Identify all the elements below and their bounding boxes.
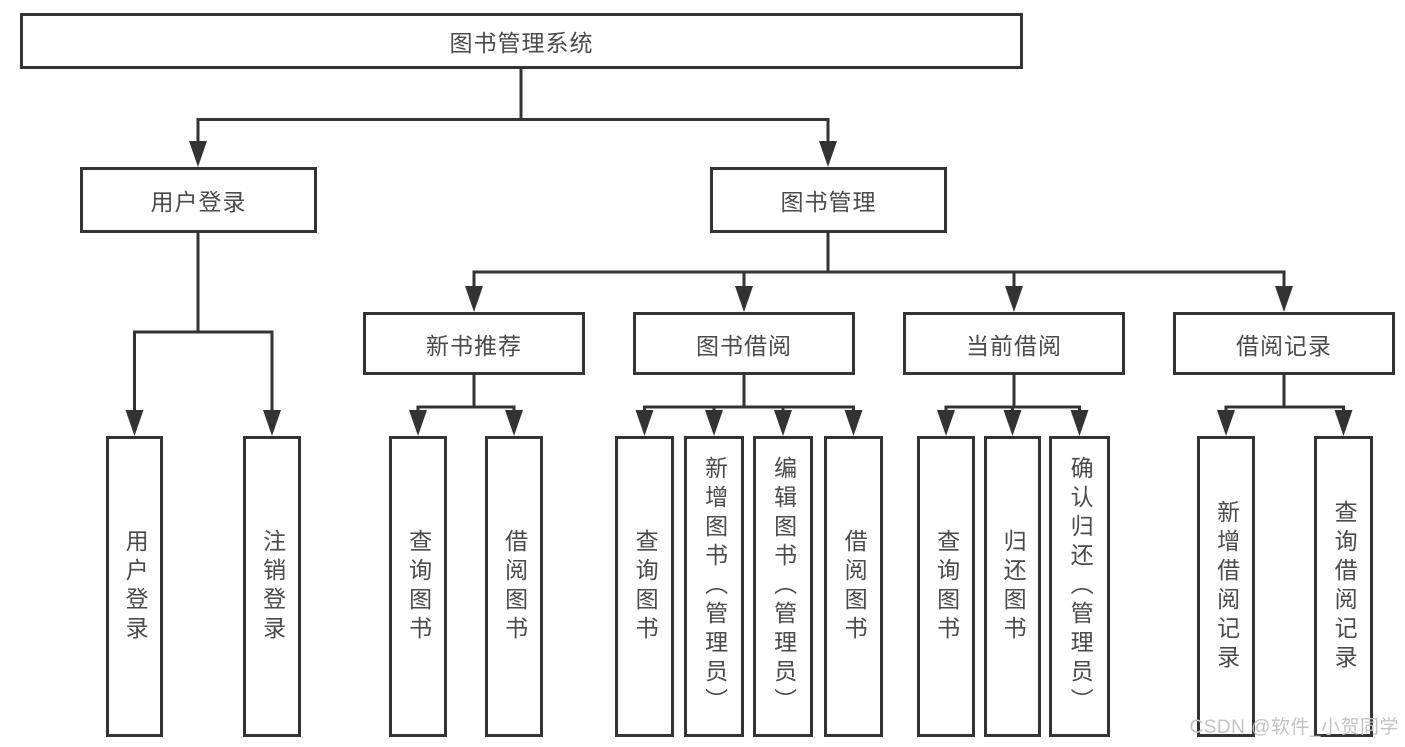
node-label: 当前借阅 — [966, 332, 1062, 359]
leaf-add-borrow-record: 新增借阅记录 — [1197, 436, 1255, 737]
node-book-management: 图书管理 — [710, 167, 947, 233]
leaf-edit-books-admin: 编辑图书（管理员） — [753, 436, 813, 737]
node-label: 图书管理系统 — [449, 30, 594, 56]
node-label: 用户登录 — [122, 528, 149, 645]
node-new-book-recommend: 新书推荐 — [363, 312, 585, 375]
node-borrowing-records: 借阅记录 — [1173, 312, 1395, 375]
node-label: 图书借阅 — [696, 332, 792, 359]
leaf-query-books-current: 查询图书 — [917, 436, 975, 737]
node-user-login: 用户登录 — [80, 167, 317, 233]
node-label: 借阅记录 — [1236, 332, 1332, 359]
leaf-logout: 注销登录 — [243, 436, 301, 737]
node-current-borrowing: 当前借阅 — [903, 312, 1125, 375]
leaf-user-login: 用户登录 — [106, 436, 163, 737]
leaf-borrow-books-recommend: 借阅图书 — [485, 436, 543, 737]
node-label: 查询借阅记录 — [1331, 499, 1358, 674]
node-label: 新增图书（管理员） — [701, 456, 728, 717]
leaf-query-books-borrowing: 查询图书 — [615, 436, 674, 737]
leaf-return-books: 归还图书 — [984, 436, 1041, 737]
node-label: 借阅图书 — [501, 528, 528, 645]
node-label: 新增借阅记录 — [1213, 499, 1240, 674]
node-label: 借阅图书 — [841, 528, 868, 645]
leaf-query-borrow-record: 查询借阅记录 — [1314, 436, 1373, 737]
node-label: 确认归还（管理员） — [1067, 456, 1094, 717]
node-library-management-system: 图书管理系统 — [20, 13, 1023, 69]
leaf-confirm-return-admin: 确认归还（管理员） — [1049, 436, 1110, 737]
node-label: 归还图书 — [1000, 528, 1027, 645]
csdn-watermark: CSDN @软件_小贺同学 — [1189, 717, 1399, 738]
node-label: 查询图书 — [405, 528, 432, 645]
node-label: 查询图书 — [632, 528, 659, 645]
node-label: 图书管理 — [780, 189, 877, 215]
node-book-borrowing: 图书借阅 — [633, 312, 855, 375]
node-label: 查询图书 — [933, 528, 960, 645]
node-label: 编辑图书（管理员） — [770, 456, 797, 717]
leaf-borrow-books: 借阅图书 — [824, 436, 883, 737]
node-label: 用户登录 — [150, 189, 247, 215]
leaf-add-books-admin: 新增图书（管理员） — [684, 436, 744, 737]
node-label: 注销登录 — [259, 528, 286, 645]
node-label: 新书推荐 — [426, 332, 522, 359]
leaf-query-books-recommend: 查询图书 — [389, 436, 447, 737]
